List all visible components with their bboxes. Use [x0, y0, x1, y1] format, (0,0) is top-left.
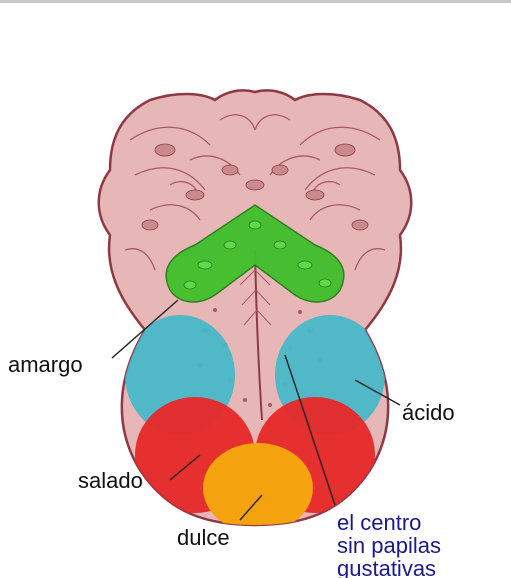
- label-sour: ácido: [402, 400, 455, 425]
- label-center-line3: gustativas: [337, 556, 436, 578]
- label-center-line2: sin papilas: [337, 533, 441, 558]
- label-sweet: dulce: [177, 525, 230, 550]
- label-salty: salado: [78, 468, 143, 493]
- sweet-region: [203, 443, 313, 533]
- label-center-line1: el centro: [337, 510, 421, 535]
- label-bitter: amargo: [8, 352, 83, 377]
